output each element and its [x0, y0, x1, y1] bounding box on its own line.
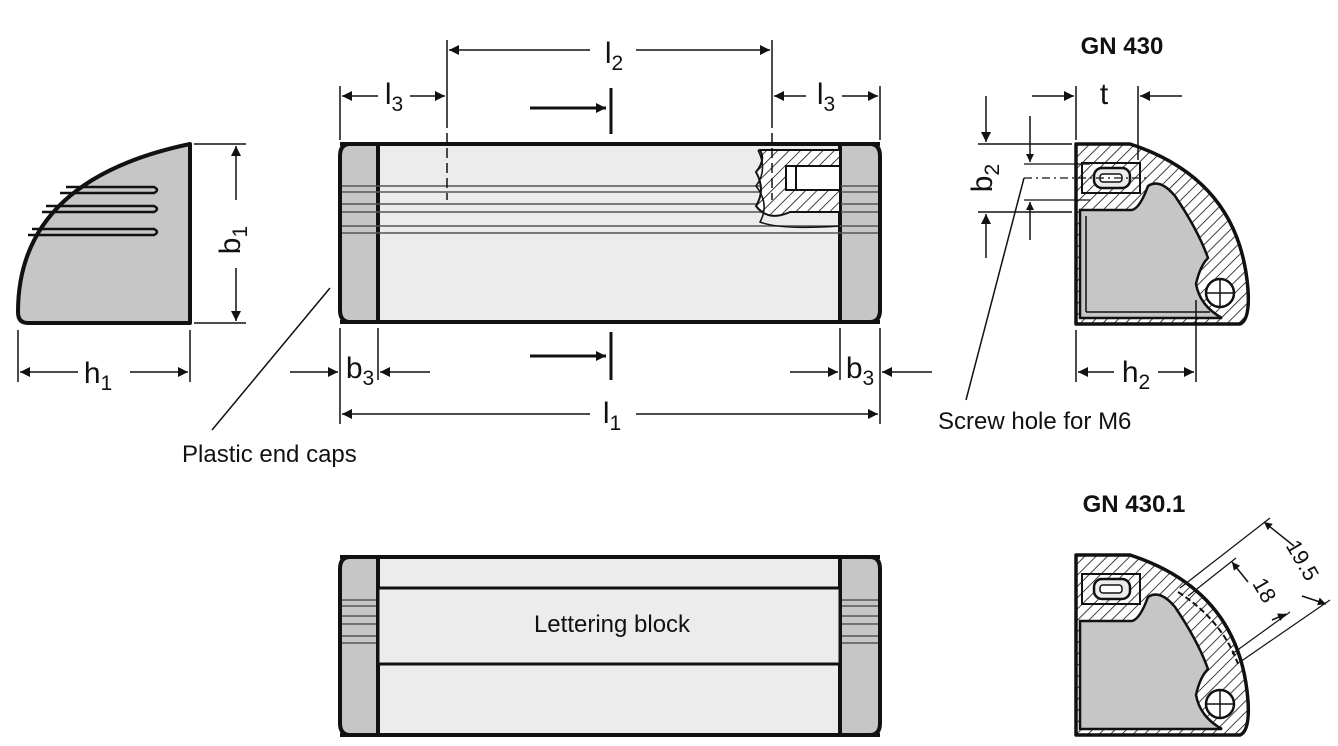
gn430-title: GN 430 — [1081, 33, 1164, 60]
dim-b1-label: b1 — [214, 226, 252, 254]
dim-b3-left-label: b3 — [346, 352, 374, 390]
section-view-gn4301 — [1074, 517, 1331, 737]
front-view-top — [211, 40, 932, 431]
section-view-gn430 — [965, 86, 1251, 401]
dim-l3-right-label: l3 — [817, 78, 835, 116]
dim-b3-right-label: b3 — [846, 352, 874, 390]
dim-b2-label: b2 — [966, 164, 1004, 192]
dim-h2-label: h2 — [1122, 356, 1150, 394]
dim-l2-label: l2 — [605, 37, 623, 75]
dim-l3-left-label: l3 — [385, 78, 403, 116]
dim-l1-label: l1 — [603, 397, 621, 435]
dim-t-label: t — [1100, 78, 1109, 111]
gn4301-title: GN 430.1 — [1083, 491, 1186, 518]
screw-hole-note: Screw hole for M6 — [938, 408, 1131, 435]
dim-h1-label: h1 — [84, 357, 112, 395]
plastic-end-caps-note: Plastic end caps — [182, 441, 357, 468]
dim-19-5-label: 19.5 — [1281, 535, 1324, 585]
side-view-left — [16, 142, 246, 382]
dim-18-label: 18 — [1248, 573, 1282, 607]
front-view-bottom — [338, 555, 882, 737]
lettering-block-label: Lettering block — [534, 611, 691, 638]
